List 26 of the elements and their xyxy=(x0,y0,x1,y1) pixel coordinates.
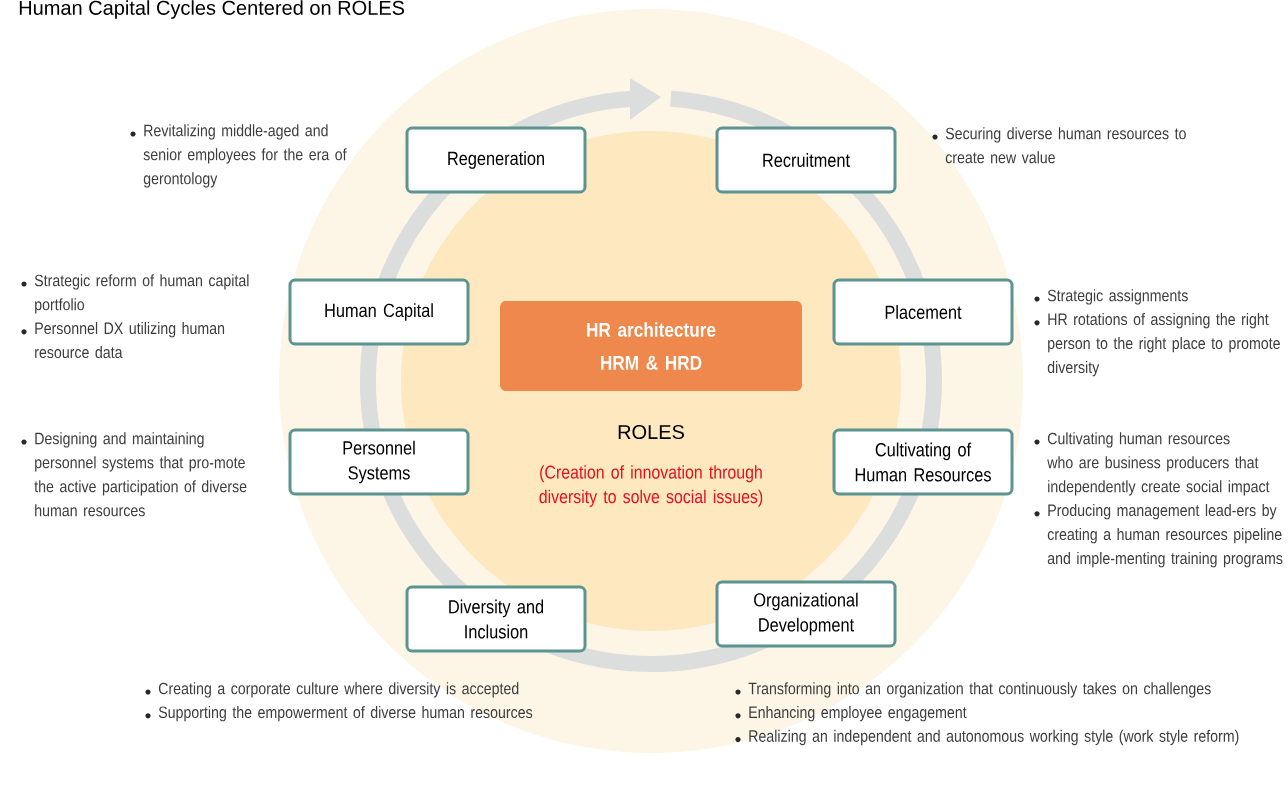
bullet-text: Transforming into an organization that continuously takes on challenges xyxy=(735,682,1211,698)
process-box: Cultivating of Human Resources xyxy=(832,428,1014,496)
process-box: Organizational Development xyxy=(715,580,897,648)
theme-text: (Creation of innovation through diversity to solve social issues) xyxy=(539,465,763,507)
bullet-text: Realizing an independent and autonomous working style (work style reform) xyxy=(735,729,1239,746)
bullet-text: Securing diverse human resources to create new value xyxy=(932,127,1186,164)
process-box: Diversity and Inclusion xyxy=(405,585,587,653)
bullet-text: Personnel DX utilizing human resource data xyxy=(21,322,225,359)
bullet-text: Revitalizing middle-aged and senior employees for the era of gerontology xyxy=(130,124,347,188)
bullet-text: Strategic assignments xyxy=(1034,289,1188,305)
bullet-text: Supporting the empowerment of diverse human resources xyxy=(145,706,533,722)
bullet-text: Producing management lead-ers by creating a human resources pipeline and imple-menting training programs xyxy=(1034,504,1283,568)
bullet-text: Cultivating human resources who are business producers that independently create social impact xyxy=(1034,432,1270,496)
bullet-text: Enhancing employee engagement xyxy=(735,706,967,722)
bullet-text: Designing and maintaining personnel systems that pro-mote the active participation of diverse human resources xyxy=(21,432,247,517)
bullet-text: HR rotations of assigning the right person to the right place to promote diversity xyxy=(1034,313,1280,377)
bullet-text: Strategic reform of human capital portfolio xyxy=(21,274,249,314)
process-box: Regeneration xyxy=(405,126,587,194)
process-box: Human Capital xyxy=(288,278,470,346)
center-heading: ROLES xyxy=(618,424,684,440)
title: Human Capital Cycles Centered on ROLES xyxy=(19,0,405,19)
process-box: Recruitment xyxy=(715,126,897,194)
architecture-box: HR architecture HRM & HRD xyxy=(500,301,802,391)
bullet-text: Creating a corporate culture where diversity is accepted xyxy=(145,682,519,698)
process-box: Personnel Systems xyxy=(288,428,470,496)
process-box: Placement xyxy=(832,278,1014,346)
